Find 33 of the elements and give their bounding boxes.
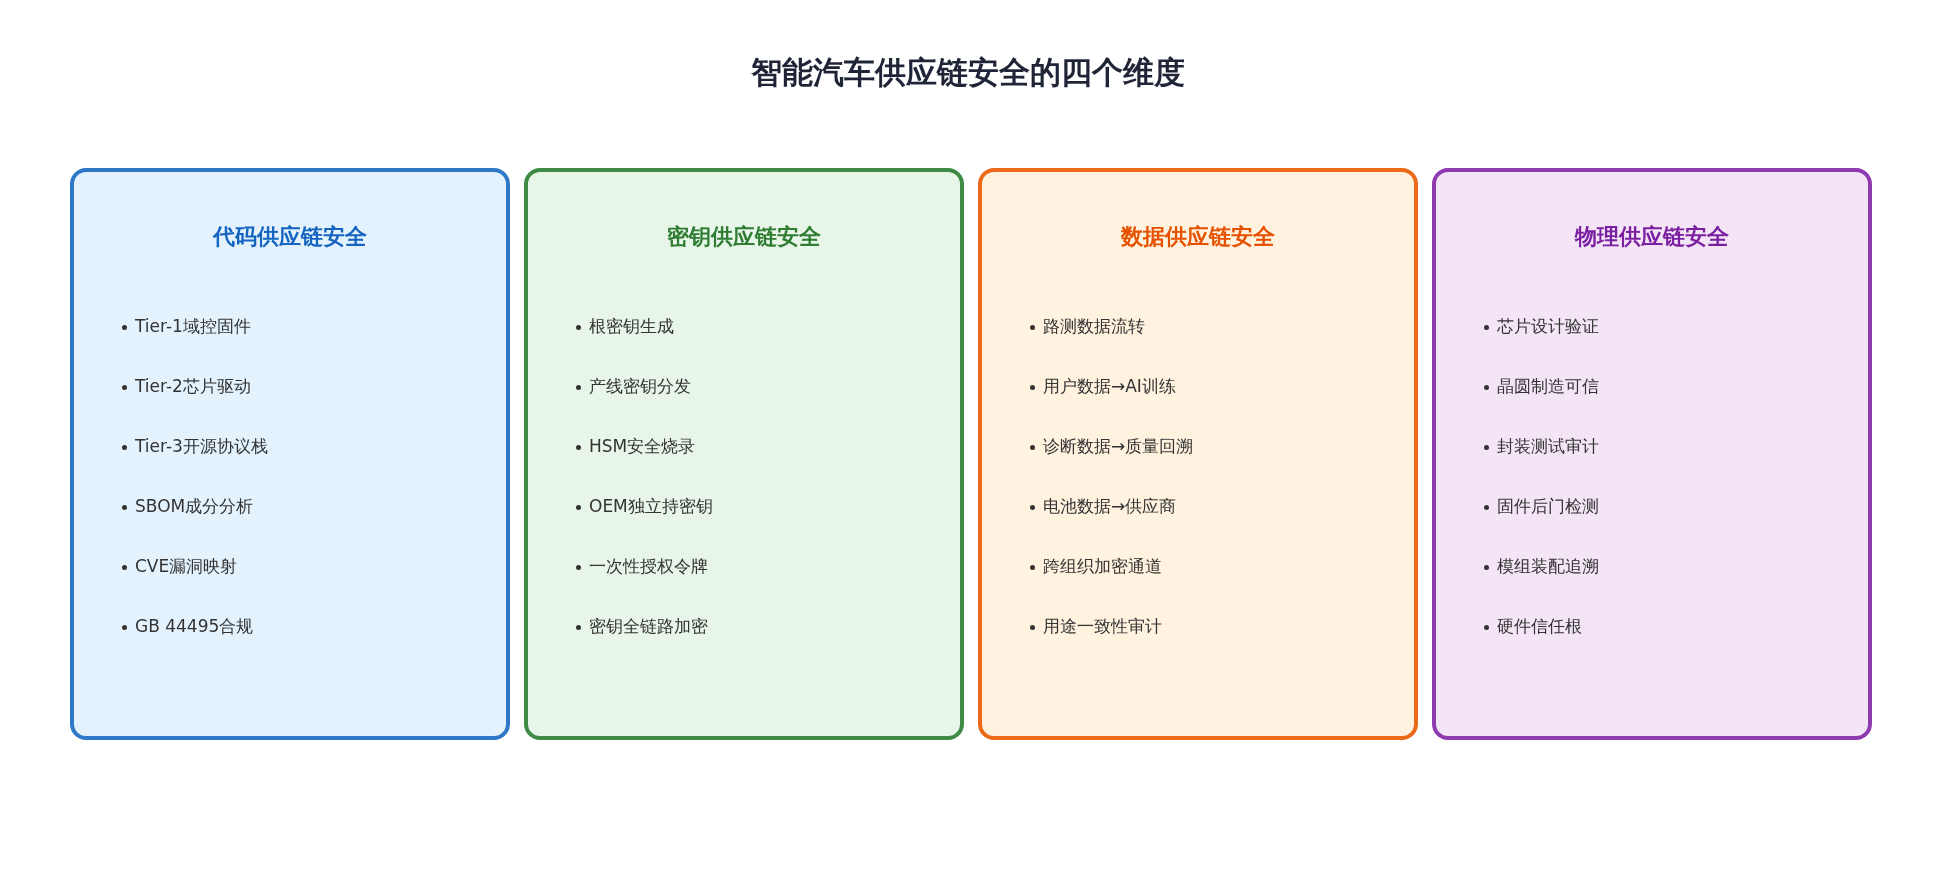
card-heading: 密钥供应链安全 — [667, 224, 821, 249]
list-item: 用途一致性审计 — [1043, 616, 1162, 636]
list-item: Tier-3开源协议栈 — [135, 436, 268, 456]
list-item: 用户数据→AI训练 — [1043, 376, 1176, 396]
list-item: 路测数据流转 — [1043, 316, 1145, 336]
list-item: Tier-1域控固件 — [135, 316, 251, 336]
category-card — [524, 168, 964, 740]
page-title: 智能汽车供应链安全的四个维度 — [750, 54, 1185, 90]
list-item: OEM独立持密钥 — [589, 496, 713, 516]
category-card — [1432, 168, 1872, 740]
list-item: 根密钥生成 — [589, 316, 674, 336]
card-heading: 代码供应链安全 — [213, 224, 367, 249]
list-item: GB 44495合规 — [135, 616, 254, 636]
list-item: 一次性授权令牌 — [589, 556, 708, 576]
list-item: 晶圆制造可信 — [1497, 376, 1599, 396]
category-card — [978, 168, 1418, 740]
list-item: 诊断数据→质量回溯 — [1043, 436, 1194, 456]
list-item: 产线密钥分发 — [589, 376, 691, 396]
list-item: Tier-2芯片驱动 — [135, 376, 251, 396]
list-item: HSM安全烧录 — [589, 436, 696, 456]
list-item: 模组装配追溯 — [1497, 556, 1599, 576]
list-item: 封装测试审计 — [1497, 436, 1599, 456]
list-item: SBOM成分分析 — [135, 496, 254, 516]
card-heading: 物理供应链安全 — [1575, 224, 1729, 249]
category-card — [70, 168, 510, 740]
list-item: 密钥全链路加密 — [589, 616, 708, 636]
list-item: CVE漏洞映射 — [135, 556, 238, 576]
list-item: 硬件信任根 — [1497, 616, 1582, 636]
list-item: 跨组织加密通道 — [1043, 556, 1162, 576]
card-heading: 数据供应链安全 — [1121, 224, 1275, 249]
list-item: 固件后门检测 — [1497, 496, 1599, 516]
list-item: 电池数据→供应商 — [1043, 496, 1177, 516]
list-item: 芯片设计验证 — [1497, 316, 1599, 336]
